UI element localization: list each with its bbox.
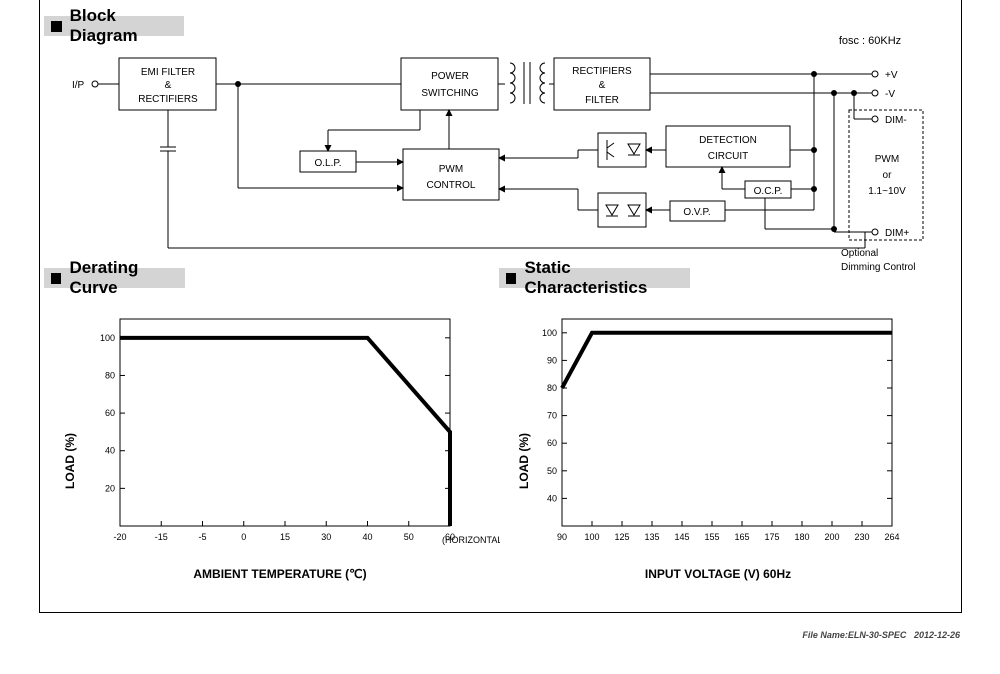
x-tick-label: 230 — [854, 532, 869, 542]
optional-line-1: Optional — [841, 248, 878, 259]
x-tick-label: 155 — [704, 532, 719, 542]
x-tick-label: 165 — [734, 532, 749, 542]
x-tick-label: 200 — [824, 532, 839, 542]
pwm-dim-line-1: PWM — [875, 154, 899, 165]
static-characteristics-header: Static Characteristics — [499, 258, 690, 297]
x-tick-label: 50 — [404, 532, 414, 542]
detection-circuit-box — [665, 125, 791, 168]
x-note-label: (HORIZONTAL) — [442, 535, 500, 545]
y-tick-label: 60 — [547, 438, 557, 448]
file-name: File Name:ELN-30-SPEC — [802, 630, 907, 640]
rectifiers-line-3: FILTER — [585, 95, 619, 106]
x-axis-label: AMBIENT TEMPERATURE (℃) — [193, 567, 366, 581]
x-tick-label: 125 — [614, 532, 629, 542]
ovp-label: O.V.P. — [683, 207, 710, 218]
static-characteristics-chart: 40 50 60 70 80 90 100 90 100 125 135 145 155 165 175 1… — [517, 318, 900, 581]
y-tick-label: 20 — [105, 483, 115, 493]
y-tick-label: 80 — [547, 383, 557, 393]
chart-frame — [561, 318, 893, 527]
block-diagram-title: Block Diagram — [69, 6, 138, 45]
detection-line-1: DETECTION — [699, 135, 757, 146]
power-switching-box — [400, 57, 499, 111]
x-tick-label: 135 — [644, 532, 659, 542]
x-tick-label: 15 — [280, 532, 290, 542]
chart-frame — [119, 318, 451, 527]
spec-frame — [39, 0, 962, 613]
x-tick-label: -20 — [113, 532, 126, 542]
block-diagram-header: Block Diagram — [44, 6, 184, 45]
optional-line-2: Dimming Control — [841, 262, 915, 273]
emi-line-1: EMI FILTER — [141, 67, 195, 78]
static-characteristics-title: Static Characteristics — [524, 258, 648, 297]
input-label: I/P — [72, 80, 85, 91]
pwm-dim-line-3: 1.1~10V — [868, 186, 906, 197]
y-tick-label: 70 — [547, 411, 557, 421]
pwm-control-line-2: CONTROL — [427, 180, 476, 191]
olp-label: O.L.P. — [314, 158, 341, 169]
pwm-control-line-1: PWM — [439, 164, 463, 175]
x-tick-label: 264 — [884, 532, 899, 542]
y-axis-label: LOAD (%) — [63, 433, 77, 489]
ovp-box — [669, 200, 726, 222]
x-tick-label: 60 — [445, 532, 455, 542]
derating-series-line — [120, 335, 452, 526]
dim-minus-label: DIM- — [885, 115, 907, 126]
rectifiers-line-1: RECTIFIERS — [572, 66, 632, 77]
x-tick-label: 90 — [557, 532, 567, 542]
dim-plus-label: DIM+ — [885, 228, 909, 239]
pwm-dim-line-2: or — [883, 170, 893, 181]
bullet-square-icon — [506, 272, 517, 284]
x-tick-label: 180 — [794, 532, 809, 542]
emi-line-2: & — [165, 80, 172, 91]
x-axis-label: INPUT VOLTAGE (V) 60Hz — [645, 567, 791, 581]
output-plus-label: +V — [885, 70, 898, 81]
dimming-dashed-box — [848, 109, 924, 241]
derating-curve-title: Derating Curve — [69, 258, 139, 297]
emi-line-3: RECTIFIERS — [138, 94, 198, 105]
x-tick-label: -15 — [155, 532, 168, 542]
bullet-square-icon — [51, 20, 62, 32]
x-tick-label: 175 — [764, 532, 779, 542]
static-series-line — [560, 330, 892, 389]
bullet-square-icon — [51, 272, 62, 284]
y-tick-label: 40 — [547, 493, 557, 503]
x-tick-label: -5 — [198, 532, 206, 542]
rectifiers-line-2: & — [599, 80, 606, 91]
pwm-control-box — [402, 148, 500, 201]
footer: File Name:ELN-30-SPEC 2012-12-26 — [802, 630, 960, 640]
y-tick-label: 90 — [547, 355, 557, 365]
block-diagram: fosc : 60KHz I/P EMI FILTER & RECTIFIERS… — [72, 35, 924, 273]
output-minus-label: -V — [885, 89, 895, 100]
y-axis-label: LOAD (%) — [517, 433, 531, 489]
y-tick-label: 40 — [105, 446, 115, 456]
ocp-label: O.C.P. — [754, 186, 783, 197]
x-tick-label: 0 — [241, 532, 246, 542]
power-switching-line-2: SWITCHING — [421, 88, 478, 99]
y-tick-label: 100 — [542, 328, 557, 338]
power-switching-line-1: POWER — [431, 71, 469, 82]
detection-line-2: CIRCUIT — [708, 151, 749, 162]
file-date: 2012-12-26 — [913, 630, 960, 640]
derating-curve-header: Derating Curve — [44, 258, 185, 297]
y-tick-label: 100 — [100, 333, 115, 343]
y-tick-label: 50 — [547, 466, 557, 476]
x-tick-label: 100 — [584, 532, 599, 542]
x-tick-label: 145 — [674, 532, 689, 542]
x-tick-label: 40 — [362, 532, 372, 542]
y-tick-label: 80 — [105, 370, 115, 380]
x-tick-label: 30 — [321, 532, 331, 542]
derating-curve-chart: 20 40 60 80 100 -20 -15 -5 0 15 30 40 50 60 (HORIZON… — [63, 318, 500, 581]
fosc-label: fosc : 60KHz — [839, 35, 901, 47]
optocoupler-2 — [597, 192, 647, 228]
optocoupler-1 — [597, 132, 647, 168]
y-tick-label: 60 — [105, 408, 115, 418]
